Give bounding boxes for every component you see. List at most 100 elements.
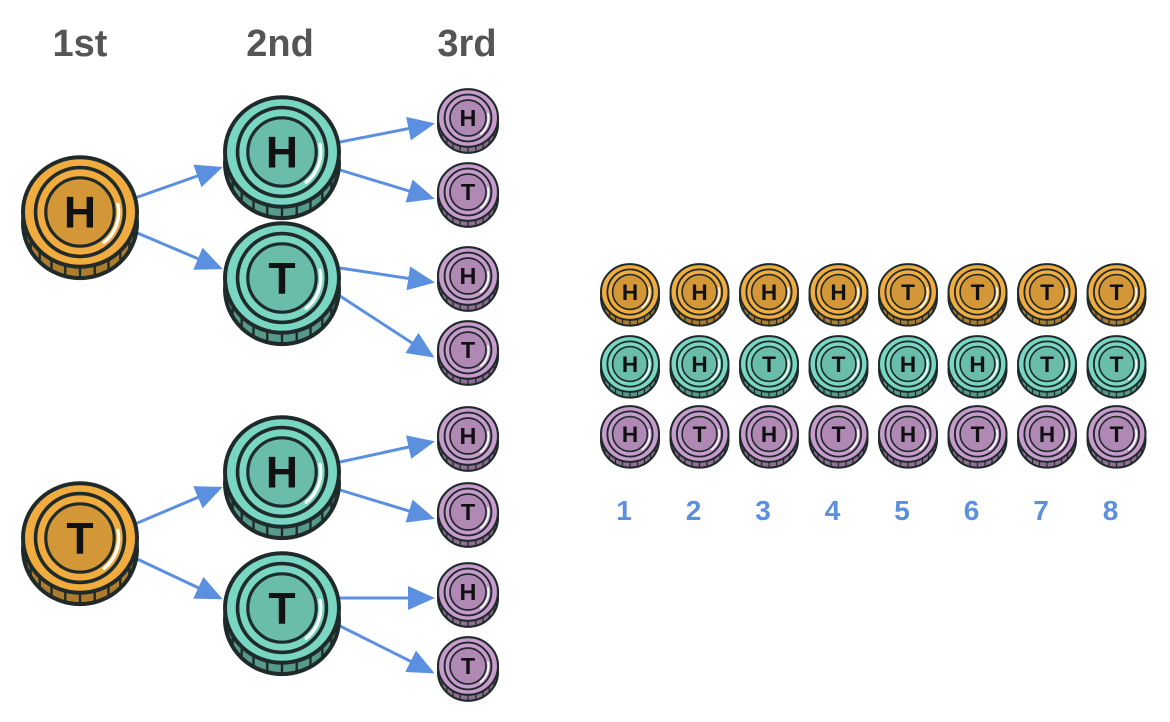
coin-letter: T [461, 179, 476, 205]
outcome-tree: H H H T T H T T H H T T H T [21, 88, 500, 702]
coin-icon: T [1016, 263, 1078, 327]
outcome-number: 8 [1103, 495, 1119, 526]
coin-letter: T [1110, 352, 1124, 377]
coin-letter: T [1040, 352, 1054, 377]
coin-icon: T [1016, 335, 1078, 399]
outcome-number: 3 [755, 495, 771, 526]
coin-icon: T [1086, 335, 1147, 399]
outcome-numbers: 1 2 3 4 5 6 7 8 [616, 495, 1118, 526]
coin-letter: T [971, 422, 985, 447]
coin-letter: H [830, 280, 846, 305]
header-second-flip: 2nd [246, 23, 314, 65]
coin-icon: T [1086, 263, 1147, 327]
coin-letter: T [1040, 280, 1054, 305]
coin-letter: H [64, 188, 96, 237]
arrow-icon [339, 624, 435, 674]
coin-letter: H [460, 423, 477, 449]
coin-letter: T [1110, 280, 1124, 305]
coin-letter: H [266, 448, 298, 497]
coin-icon: H [738, 405, 800, 469]
coin-letter: H [691, 352, 707, 377]
coin-letter: H [622, 422, 638, 447]
arrow-icon [134, 486, 223, 526]
coin-icon: T [947, 263, 1008, 327]
coin-icon: H [599, 405, 661, 469]
coin-icon: T [223, 551, 341, 677]
coin-icon: T [947, 405, 1008, 469]
coin-icon: T [808, 335, 869, 399]
coin-letter: H [900, 422, 916, 447]
coin-letter: H [460, 105, 477, 131]
coin-letter: T [762, 352, 776, 377]
arrow-icon [339, 435, 435, 464]
coin-icon: H [436, 562, 500, 628]
coin-icon: T [808, 405, 869, 469]
coin-letter: H [969, 352, 985, 377]
arrow-icon [339, 168, 435, 203]
coin-letter: H [900, 352, 916, 377]
coin-icon: T [436, 320, 500, 386]
coin-icon: T [738, 335, 800, 399]
coin-letter: T [268, 254, 295, 303]
outcome-number: 6 [964, 495, 980, 526]
coin-icon: T [877, 263, 939, 327]
coin-letter: T [461, 653, 476, 679]
coin-icon: H [436, 406, 500, 472]
outcome-number: 5 [894, 495, 910, 526]
coin-letter: H [622, 280, 638, 305]
coin-letter: H [622, 352, 638, 377]
coin-letter: H [460, 579, 477, 605]
outcome-number: 4 [825, 495, 841, 526]
coin-icon: H [436, 246, 500, 312]
outcome-grid: H H H H T T T T H H T T H H T T H T H T H T H T [599, 263, 1147, 469]
coin-letter: T [901, 280, 915, 305]
coin-letter: H [761, 422, 777, 447]
coin-letter: H [691, 280, 707, 305]
coin-icon: T [436, 162, 500, 228]
coin-icon: T [21, 481, 139, 607]
arrow-icon [339, 294, 435, 358]
coin-letter: T [971, 280, 985, 305]
coin-icon: T [436, 482, 500, 548]
coin-icon: H [877, 405, 939, 469]
coin-icon: H [669, 335, 730, 399]
arrow-icon [339, 488, 435, 523]
coin-icon: H [669, 263, 730, 327]
coin-icon: H [877, 335, 939, 399]
outcome-number: 1 [616, 495, 632, 526]
coin-icon: H [223, 95, 341, 221]
arrow-icon [134, 556, 223, 600]
coin-icon: H [738, 263, 800, 327]
coin-icon: H [1016, 405, 1078, 469]
coin-letter: T [693, 422, 707, 447]
outcome-number: 2 [686, 495, 702, 526]
arrow-icon [339, 266, 435, 291]
arrow-icon [134, 230, 223, 270]
coin-icon: H [436, 88, 500, 154]
coin-letter: H [460, 263, 477, 289]
arrow-icon [339, 116, 435, 144]
coin-icon: H [21, 155, 139, 281]
arrow-icon [134, 164, 223, 200]
coin-icon: H [808, 263, 869, 327]
coin-icon: T [669, 405, 730, 469]
coin-icon: T [1086, 405, 1147, 469]
coin-icon: H [599, 263, 661, 327]
coin-letter: T [461, 499, 476, 525]
tree-arrows [134, 116, 435, 674]
outcome-number: 7 [1033, 495, 1049, 526]
coin-letter: T [66, 514, 93, 563]
header-first-flip: 1st [53, 23, 108, 65]
header-third-flip: 3rd [437, 23, 496, 65]
coin-letter: H [266, 128, 298, 177]
coin-letter: T [832, 352, 846, 377]
coin-letter: T [461, 337, 476, 363]
coin-letter: H [761, 280, 777, 305]
coin-icon: T [436, 636, 500, 702]
coin-letter: T [1110, 422, 1124, 447]
coin-icon: H [947, 335, 1008, 399]
coin-icon: H [223, 415, 341, 541]
coin-letter: H [1039, 422, 1055, 447]
coin-icon: H [599, 335, 661, 399]
